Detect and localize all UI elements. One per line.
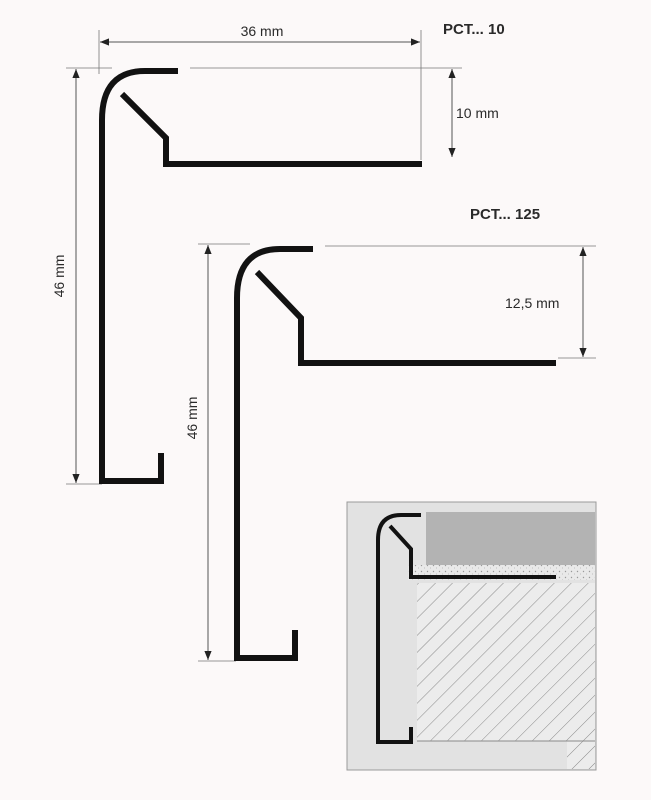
substrate-corner <box>567 741 595 769</box>
step-dimension: 10 mm <box>190 67 499 157</box>
profile-shape <box>99 68 178 484</box>
substrate <box>417 583 595 741</box>
inset-profile-inner-leg <box>388 524 556 579</box>
profile-pct-10: PCT... 10 36 mm 46 mm 10 mm <box>51 21 505 485</box>
profile-shape <box>234 246 313 661</box>
step-dimension-label: 12,5 mm <box>505 295 559 311</box>
height-dimension-label: 46 mm <box>51 255 67 298</box>
profile-code-label: PCT... 10 <box>443 21 505 38</box>
height-dimension: 46 mm <box>51 67 112 485</box>
width-dimension-label: 36 mm <box>241 23 284 39</box>
tile <box>426 512 595 565</box>
installation-inset <box>346 501 597 771</box>
profile-inner-leg <box>119 91 422 167</box>
profile-inner-leg <box>254 269 556 366</box>
height-dimension-label: 46 mm <box>184 397 200 440</box>
step-dimension-label: 10 mm <box>456 105 499 121</box>
width-dimension: 36 mm <box>98 23 422 160</box>
profile-pct-125: PCT... 125 46 mm 12,5 mm <box>184 206 596 662</box>
profile-code-label: PCT... 125 <box>470 206 540 223</box>
height-dimension: 46 mm <box>184 243 250 662</box>
inset-profile-shape <box>376 513 421 744</box>
step-dimension: 12,5 mm <box>325 245 596 359</box>
